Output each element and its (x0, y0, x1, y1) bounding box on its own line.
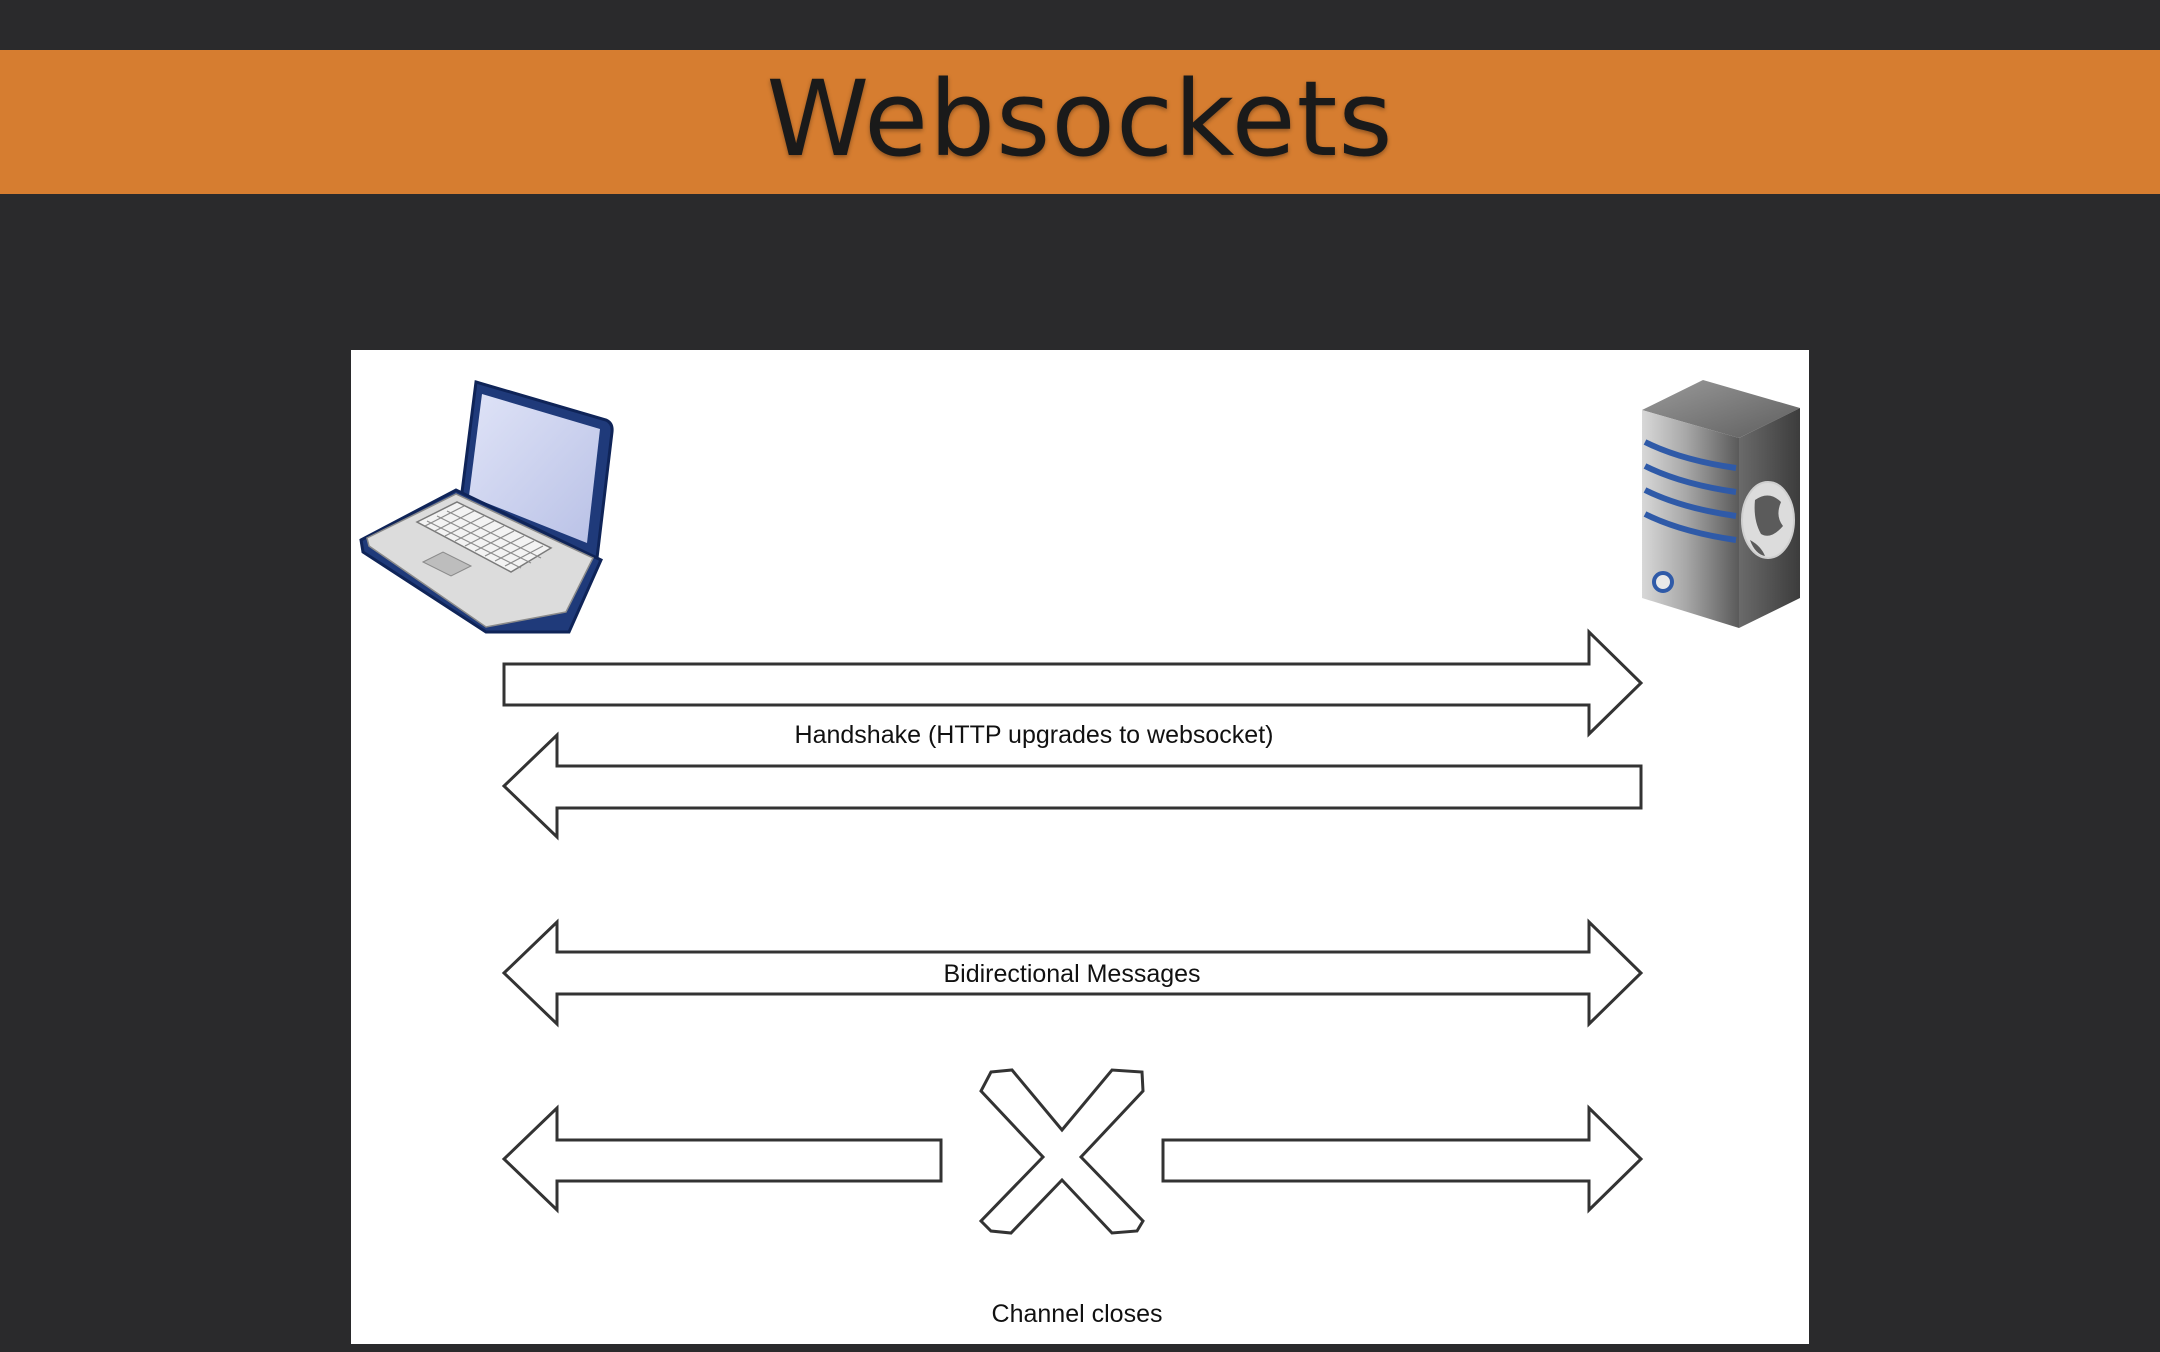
close-x-icon (978, 1068, 1145, 1235)
close-left-arrow (501, 1104, 943, 1214)
channel-closes-label: Channel closes (991, 1300, 1163, 1328)
close-right-arrow (1161, 1104, 1644, 1214)
diagram-canvas (359, 380, 1800, 1235)
web-server-icon (1642, 380, 1800, 628)
handshake-response-arrow (501, 731, 1643, 841)
websocket-diagram: Handshake (HTTP upgrades to websocket) B… (351, 350, 1809, 1344)
bidirectional-arrow (501, 918, 1644, 1028)
handshake-label: Handshake (HTTP upgrades to websocket) (794, 721, 1274, 749)
handshake-request-arrow (502, 628, 1644, 738)
bidirectional-label: Bidirectional Messages (943, 960, 1201, 988)
title-bar: Websockets (0, 50, 2160, 194)
slide-title: Websockets (766, 58, 1394, 180)
laptop-icon (359, 380, 614, 634)
